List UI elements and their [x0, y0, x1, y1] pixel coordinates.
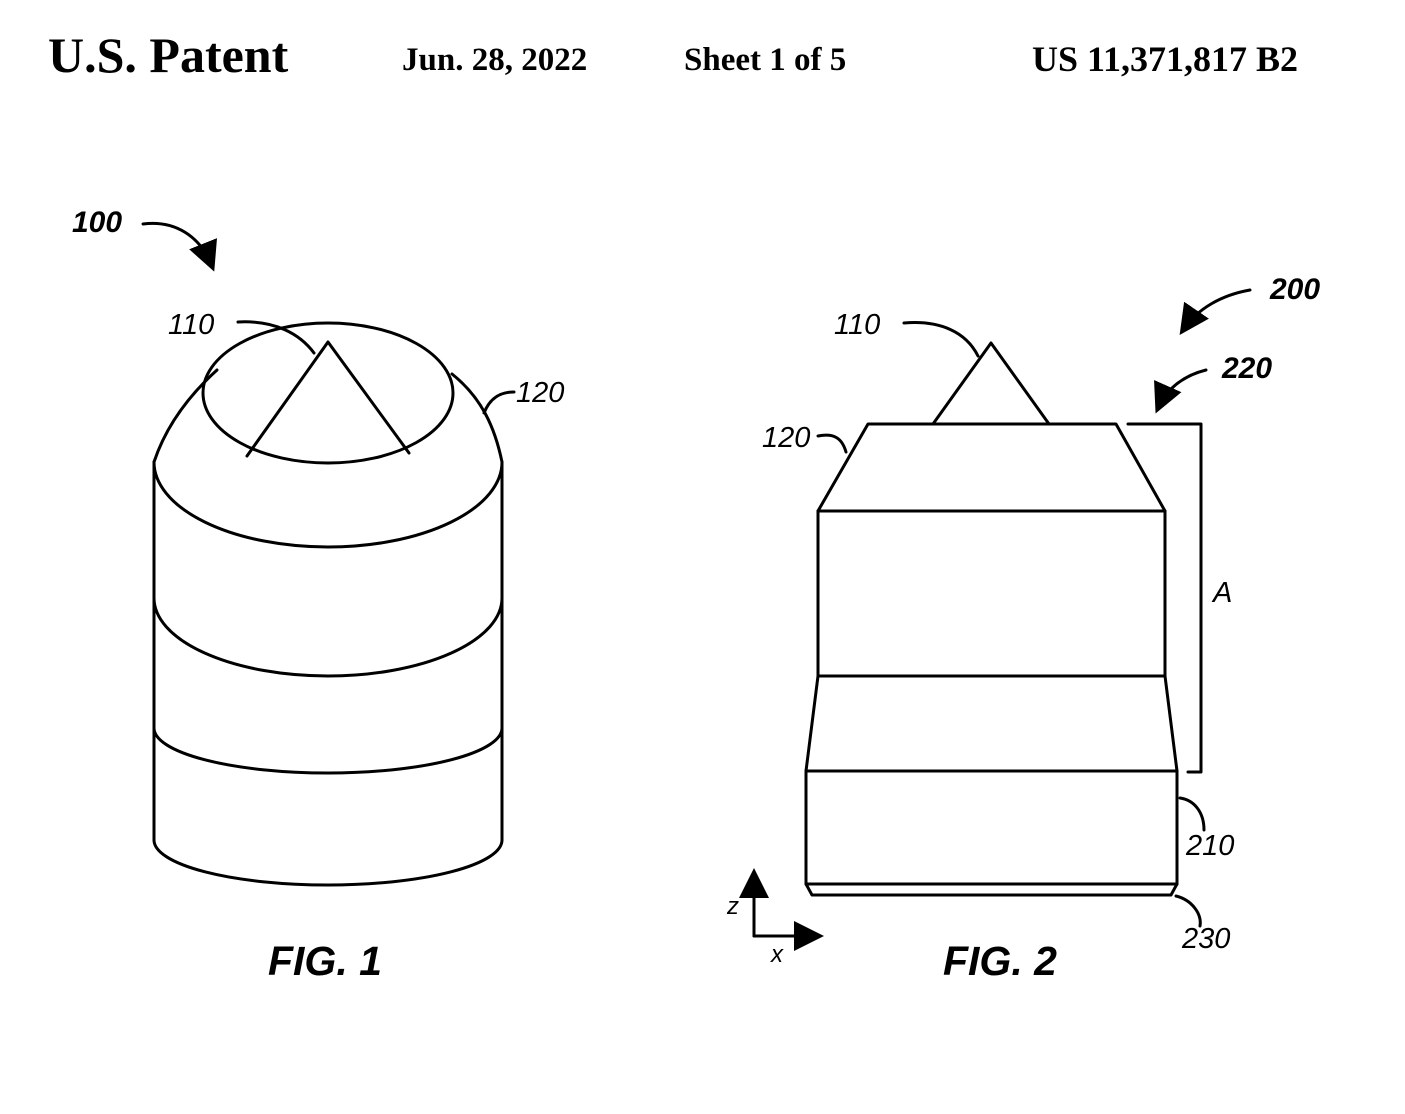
- fig2-caption: FIG. 2: [943, 938, 1057, 984]
- fig2-base: [804, 769, 1179, 886]
- fig2-dimension-label: A: [1211, 577, 1232, 609]
- sheet-number: Sheet 1 of 5: [684, 42, 847, 78]
- fig1-top-face: [201, 321, 455, 465]
- fig2-bottom-chamfer: [804, 882, 1179, 897]
- fig2-ref-220: 220: [1221, 352, 1272, 385]
- fig1-leader-110: [236, 320, 316, 355]
- fig2-tapered-section: [804, 674, 1179, 773]
- fig2-leader-120: [816, 433, 848, 454]
- fig2-axis-z-label: z: [726, 893, 739, 920]
- fig2-axes: [739, 868, 824, 951]
- fig2-tip: [931, 341, 1051, 426]
- fig2-ref-200: 200: [1269, 273, 1320, 306]
- fig2-ref-110: 110: [834, 309, 880, 341]
- fig2-leader-110: [902, 321, 980, 358]
- fig2-leader-230: [1174, 894, 1202, 928]
- fig1-ref-100: 100: [72, 206, 122, 239]
- figure-1: 100 110 120 FIG. 1: [72, 206, 564, 984]
- fig2-arrow-220: [1154, 368, 1208, 414]
- fig2-ref-120: 120: [762, 422, 810, 454]
- fig2-leader-210: [1178, 796, 1206, 832]
- patent-label: U.S. Patent: [48, 27, 289, 83]
- fig1-ref-120: 120: [516, 377, 564, 409]
- patent-date: Jun. 28, 2022: [402, 42, 588, 78]
- patent-header: U.S. Patent Jun. 28, 2022 Sheet 1 of 5 U…: [0, 0, 1405, 110]
- fig1-caption: FIG. 1: [268, 938, 382, 984]
- fig2-ref-210: 210: [1185, 830, 1234, 862]
- fig2-cone: [816, 422, 1167, 513]
- patent-number: US 11,371,817 B2: [1032, 39, 1299, 79]
- figure-2: A 200 220 110 120 210 230 z x FIG. 2: [726, 273, 1320, 984]
- fig1-tip: [245, 340, 411, 458]
- fig2-upper-section: [816, 509, 1167, 678]
- fig1-ref-110: 110: [168, 309, 214, 341]
- fig1-leader-120: [482, 390, 516, 415]
- fig2-ref-230: 230: [1181, 923, 1230, 955]
- fig1-arrow-100: [141, 221, 217, 272]
- fig2-arrow-200: [1179, 288, 1252, 335]
- fig1-cylinder-body: [152, 460, 504, 887]
- fig2-axis-x-label: x: [770, 941, 784, 968]
- fig1-cone: [152, 368, 504, 464]
- fig2-dimension-bracket: [1126, 422, 1203, 774]
